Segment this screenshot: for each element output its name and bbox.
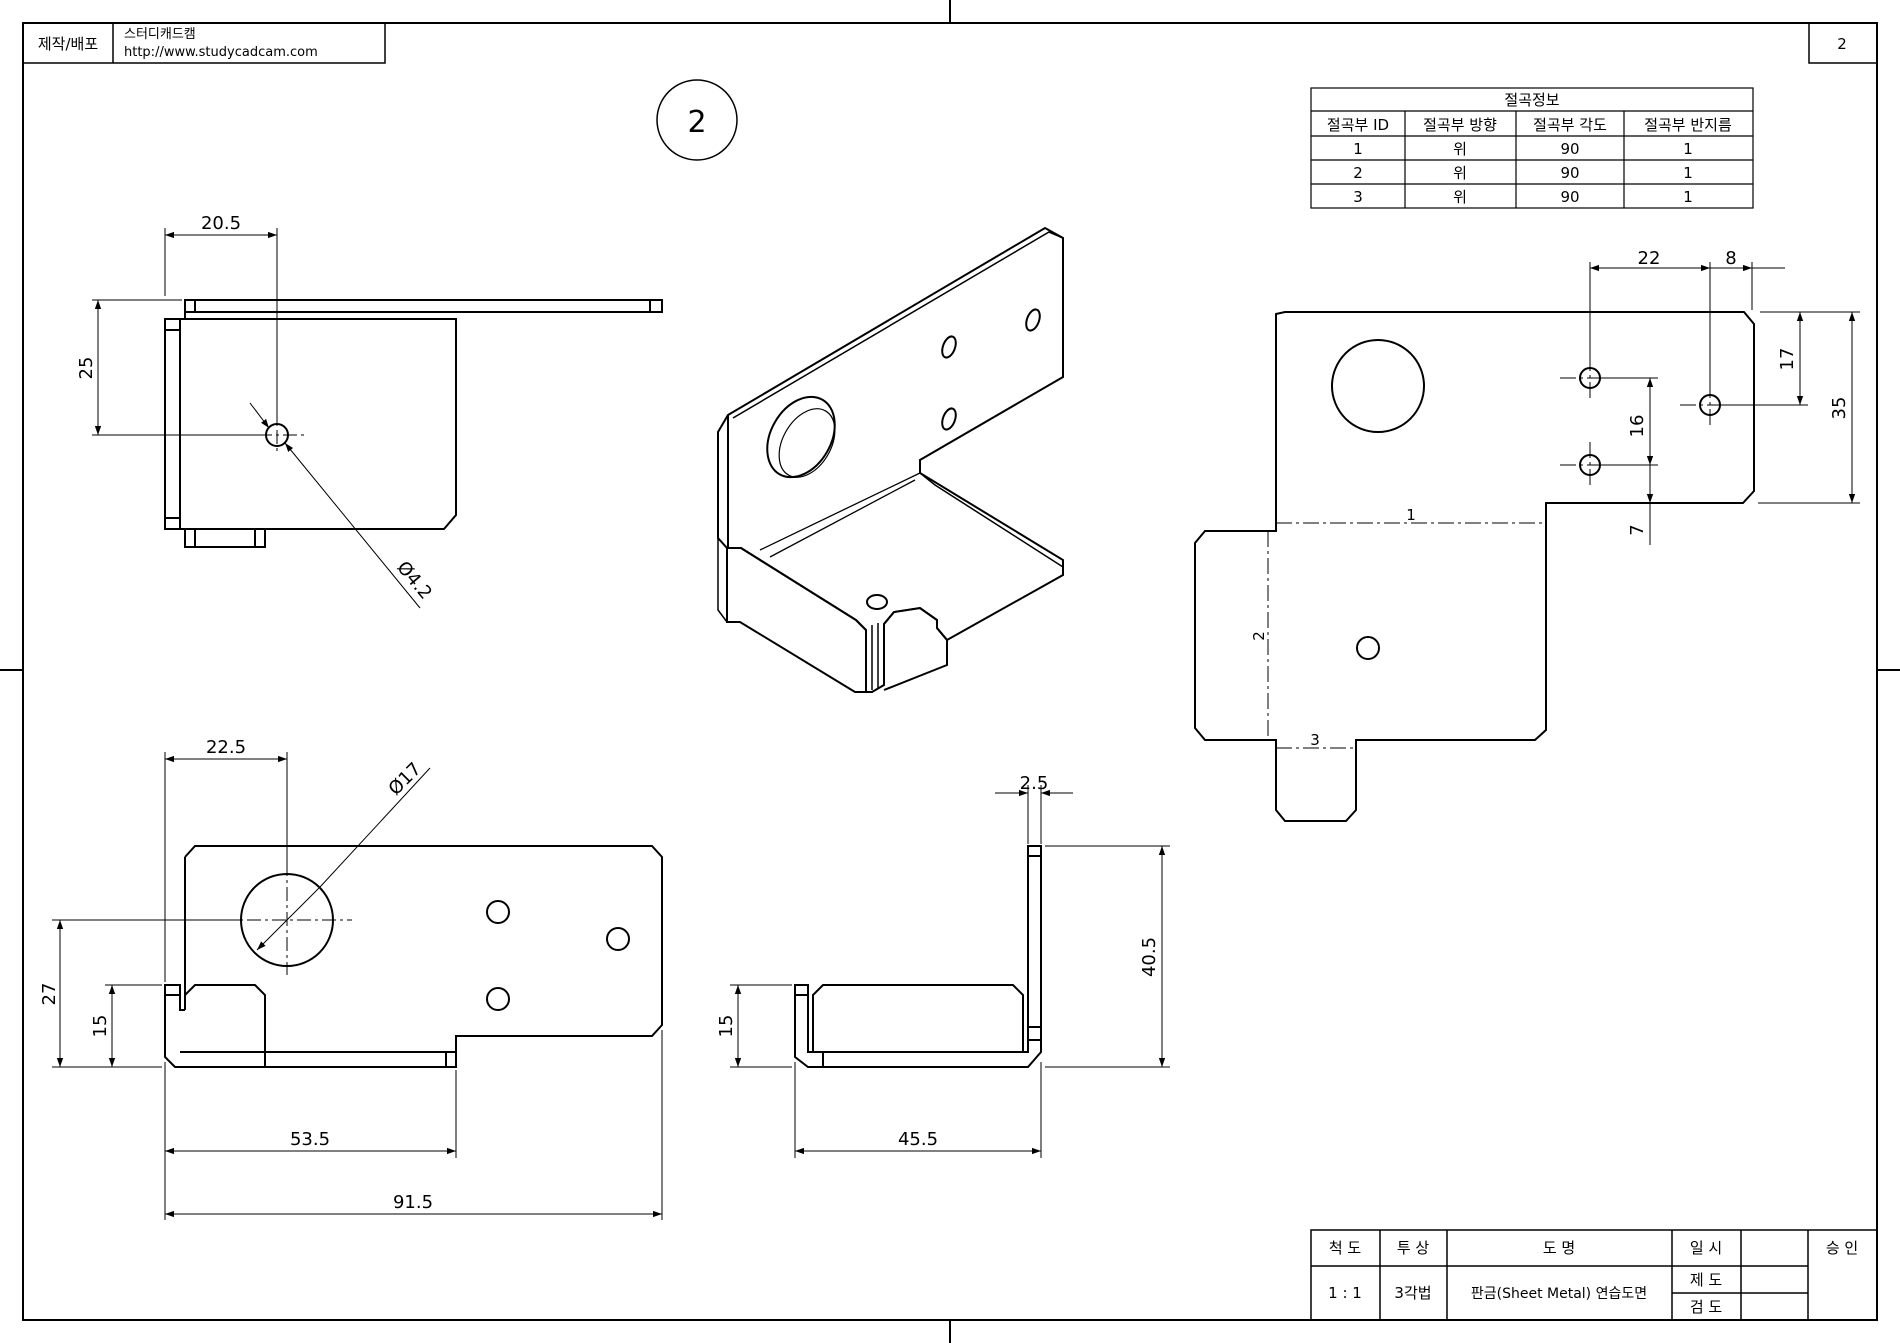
dim-side-thickness: 2.5 bbox=[1020, 773, 1049, 794]
drawing-number: 2 bbox=[687, 105, 706, 140]
date-label: 일 시 bbox=[1690, 1239, 1722, 1257]
bend-table-cell: 1 bbox=[1683, 140, 1693, 158]
dim-flat-8: 8 bbox=[1725, 248, 1736, 269]
bend-table-title: 절곡정보 bbox=[1504, 91, 1559, 109]
dim-top-height: 25 bbox=[76, 357, 97, 380]
dim-side-height: 40.5 bbox=[1139, 937, 1160, 977]
title-block: 척 도 투 상 도 명 일 시 승 인 1 : 1 3각법 판금(Sheet M… bbox=[1310, 1229, 1878, 1321]
bend-table-cell: 1 bbox=[1683, 164, 1693, 182]
bend-table-cell: 90 bbox=[1560, 188, 1579, 206]
checked-label: 검 도 bbox=[1690, 1298, 1723, 1316]
bend-table-header: 절곡부 ID bbox=[1327, 116, 1389, 134]
drawing-name-label: 도 명 bbox=[1543, 1239, 1575, 1257]
bend-line-label: 1 bbox=[1406, 506, 1416, 524]
sheet-number: 2 bbox=[1837, 35, 1847, 53]
bend-table: 절곡정보 절곡부 ID 절곡부 방향 절곡부 각도 절곡부 반지름 1 위 90… bbox=[1310, 87, 1754, 209]
dim-side-15: 15 bbox=[716, 1015, 737, 1038]
top-view: 20.5 25 Ø4.2 bbox=[76, 213, 663, 609]
company-name: 스터디캐드캠 bbox=[124, 27, 196, 42]
bend-table-cell: 2 bbox=[1353, 164, 1363, 182]
bend-table-header: 절곡부 방향 bbox=[1423, 116, 1497, 134]
drawing-number-balloon: 2 bbox=[656, 79, 738, 161]
front-view: 22.5 Ø17 27 15 53.5 91.5 bbox=[39, 737, 663, 1220]
maker-label: 제작/배포 bbox=[38, 35, 98, 53]
dim-front-91: 91.5 bbox=[393, 1192, 433, 1213]
dim-front-offset: 22.5 bbox=[206, 737, 246, 758]
bend-table-cell: 위 bbox=[1453, 188, 1467, 206]
bend-table-cell: 1 bbox=[1683, 188, 1693, 206]
bend-table-header: 절곡부 반지름 bbox=[1644, 116, 1732, 134]
company-url[interactable]: http://www.studycadcam.com bbox=[124, 45, 318, 60]
dim-top-width: 20.5 bbox=[201, 213, 241, 234]
header-block: 제작/배포 스터디캐드캠 http://www.studycadcam.com … bbox=[22, 22, 1878, 64]
bend-table-cell: 1 bbox=[1353, 140, 1363, 158]
bend-table-header: 절곡부 각도 bbox=[1533, 116, 1607, 134]
dim-flat-22: 22 bbox=[1638, 248, 1661, 269]
dim-front-15: 15 bbox=[90, 1015, 111, 1038]
approval-label: 승 인 bbox=[1826, 1239, 1858, 1257]
dim-front-27: 27 bbox=[39, 983, 60, 1006]
drawing-name: 판금(Sheet Metal) 연습도면 bbox=[1471, 1286, 1647, 1302]
dim-side-width: 45.5 bbox=[898, 1129, 938, 1150]
flat-pattern-view: 1 2 3 22 8 17 35 16 7 bbox=[1194, 248, 1860, 822]
dim-top-hole: Ø4.2 bbox=[392, 557, 436, 603]
side-view: 2.5 40.5 15 45.5 bbox=[716, 773, 1170, 1158]
bend-line-label: 2 bbox=[1250, 631, 1268, 641]
bend-table-cell: 90 bbox=[1560, 164, 1579, 182]
bend-table-cell: 3 bbox=[1353, 188, 1363, 206]
drafted-label: 제 도 bbox=[1690, 1271, 1723, 1289]
bend-table-cell: 위 bbox=[1453, 164, 1467, 182]
bend-table-cell: 90 bbox=[1560, 140, 1579, 158]
dim-flat-35: 35 bbox=[1829, 397, 1850, 420]
scale-label: 척 도 bbox=[1329, 1239, 1362, 1257]
isometric-view bbox=[717, 226, 1064, 693]
dim-front-big-hole: Ø17 bbox=[385, 759, 426, 800]
bend-table-cell: 위 bbox=[1453, 140, 1467, 158]
dim-flat-7: 7 bbox=[1627, 524, 1648, 535]
projection-value: 3각법 bbox=[1394, 1284, 1431, 1302]
dim-flat-16: 16 bbox=[1627, 415, 1648, 438]
dim-flat-17: 17 bbox=[1777, 348, 1798, 371]
projection-label: 투 상 bbox=[1397, 1239, 1430, 1257]
scale-value: 1 : 1 bbox=[1328, 1284, 1362, 1302]
dim-front-53: 53.5 bbox=[290, 1129, 330, 1150]
bend-line-label: 3 bbox=[1310, 731, 1320, 749]
